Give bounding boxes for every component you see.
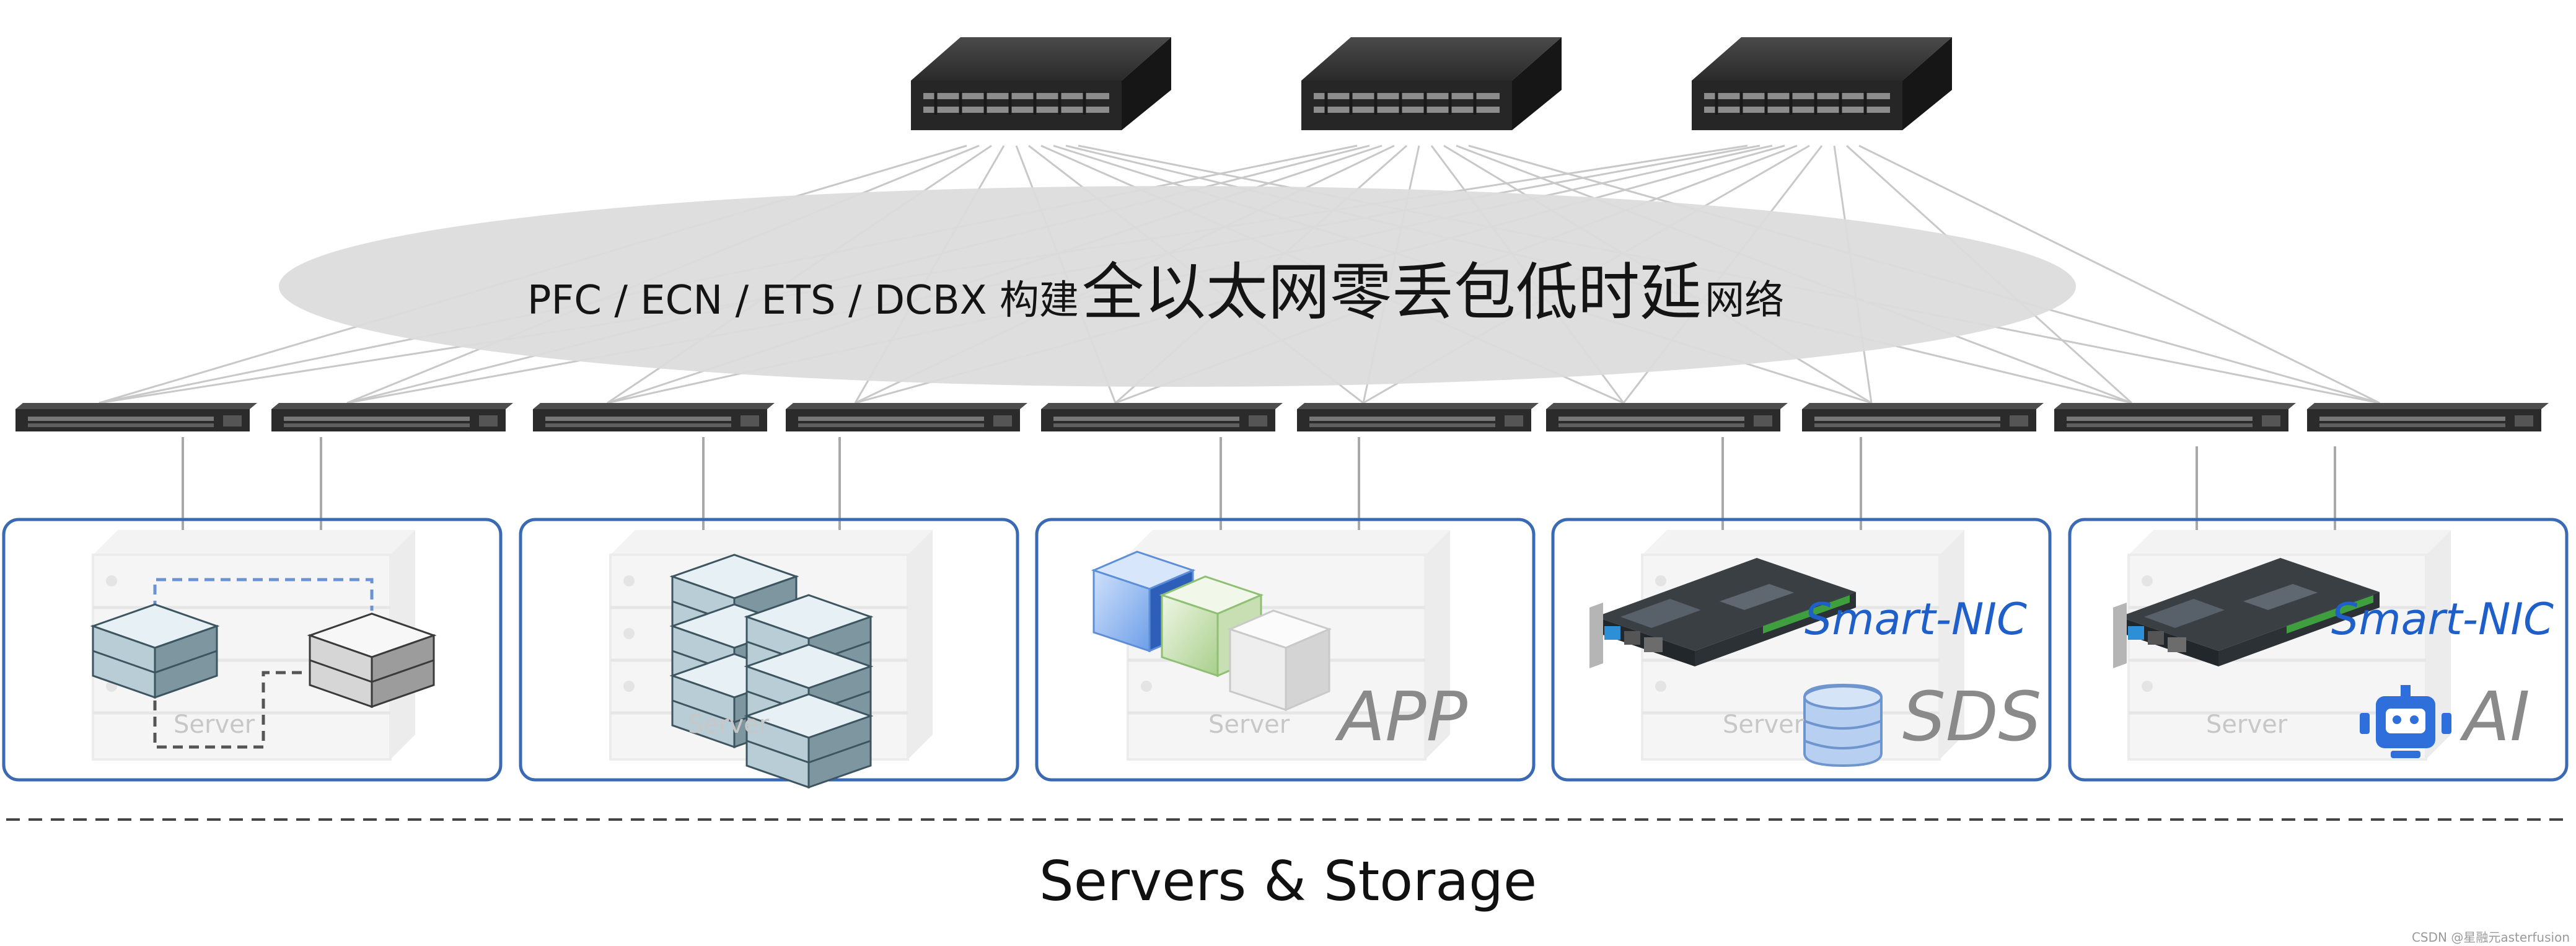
smart-nic-label: Smart-NIC [2331,594,2554,645]
leaf-switch-icon [271,403,513,431]
fabric-label: PFC / ECN / ETS / DCBX 构建 全以太网零丢包低时延 网络 [397,242,1915,332]
database-icon [1803,683,1883,767]
leaf-switch-icon [15,403,257,431]
server-label: Server [174,710,255,739]
ai-tag: AI [2463,677,2530,756]
fabric-ellipse [279,186,2076,387]
leaf-switch-icon [1802,403,2044,431]
spine-switch-3 [1692,37,1952,130]
leaf-switch-icon [1297,403,1539,431]
leaf-switch-icon [1041,403,1283,431]
zone-3-content [1091,550,1332,712]
server-label: Server [2206,710,2288,739]
fabric-label-main: 全以太网零丢包低时延 [1082,256,1702,329]
spine-switch-2 [1301,37,1562,130]
leaf-switch-icon [2307,403,2549,431]
server-label: Server [1723,710,1805,739]
zone-1-content [92,578,435,749]
fabric-label-prefix: PFC / ECN / ETS / DCBX 构建 [527,278,1079,324]
zone-boxes [2,518,2569,782]
zone-4-content [1589,558,1883,767]
section-title: Servers & Storage [1039,849,1537,913]
server-label: Server [1208,710,1290,739]
watermark-credit: CSDN @星融元asterfusion [2411,930,2570,945]
leaf-switch-icon [2054,403,2296,431]
zone-5-content [2113,558,2451,758]
cube-icon [1227,609,1332,712]
leaf-switches [15,403,2549,431]
leaf-server-links [182,437,2336,558]
smart-nic-label: Smart-NIC [1805,594,2027,645]
leaf-switch-icon [533,403,775,431]
cube-icon [1159,575,1264,678]
fabric-label-suffix: 网络 [1705,278,1785,324]
spine-switch-1 [911,37,1171,130]
leaf-switch-icon [786,403,1027,431]
robot-icon [2360,685,2451,758]
leaf-switch-icon [1546,403,1788,431]
server-label: Server [688,710,770,739]
app-tag: APP [1339,677,1467,756]
sds-tag: SDS [1902,677,2042,756]
